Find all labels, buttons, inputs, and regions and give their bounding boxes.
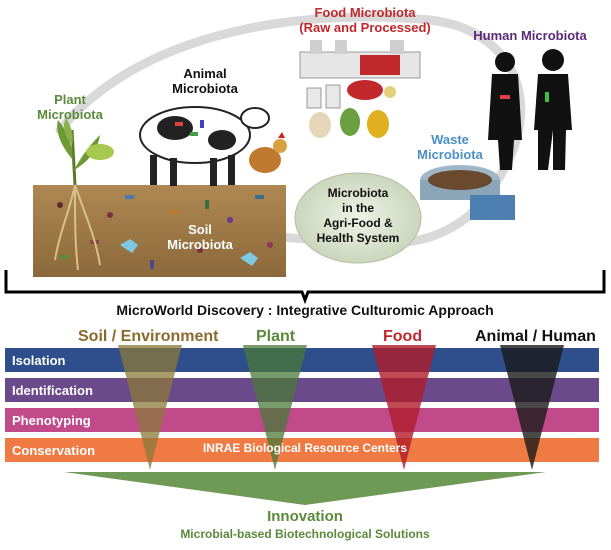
food-label-line1: Food Microbiota	[314, 5, 416, 20]
cycle-arrow-path	[55, 12, 526, 248]
center-ellipse	[294, 172, 422, 264]
plant-microbiota-label: Plant Microbiota	[30, 92, 110, 122]
band-phenotyping	[5, 408, 599, 432]
cow-icon	[139, 106, 270, 186]
innovation-arrow	[64, 472, 546, 505]
soil-microbiota-label: Soil Microbiota	[150, 222, 250, 252]
animal-label-line2: Microbiota	[172, 81, 238, 96]
center-label: Microbiota in the Agri-Food & Health Sys…	[303, 186, 413, 246]
soil-label-line2: Microbiota	[167, 237, 233, 252]
band-identification	[5, 378, 599, 402]
waste-label-line2: Microbiota	[417, 147, 483, 162]
innovation-subtitle: Microbial-based Biotechnological Solutio…	[180, 527, 430, 541]
innovation-title: Innovation	[267, 508, 343, 525]
funnel-plant	[243, 345, 307, 470]
step-phenotyping: Phenotyping	[12, 413, 91, 428]
animal-label-line1: Animal	[183, 66, 227, 81]
funnel-food	[372, 345, 436, 470]
food-label-line2: (Raw and Processed)	[299, 20, 431, 35]
food-items-icon	[306, 80, 396, 138]
plant-roots-icon	[54, 184, 101, 271]
plant-label-line2: Microbiota	[37, 107, 103, 122]
step-identification: Identification	[12, 383, 93, 398]
center-label-line3: Agri-Food &	[323, 216, 393, 230]
waste-microbiota-label: Waste Microbiota	[405, 132, 495, 162]
bracket	[4, 270, 606, 305]
column-plant: Plant	[256, 328, 296, 345]
band-conservation	[5, 438, 599, 462]
chicken-icon	[249, 132, 287, 173]
leaf-icon	[86, 144, 114, 160]
funnel-soil	[118, 345, 182, 470]
soil-microbes-icon	[57, 195, 273, 269]
funnel-human	[500, 345, 564, 470]
soil-label-line1: Soil	[188, 222, 212, 237]
approach-title: MicroWorld Discovery : Integrative Cultu…	[116, 302, 494, 318]
animal-microbiota-label: Animal Microbiota	[160, 66, 250, 96]
brc-label: INRAE Biological Resource Centers	[202, 441, 408, 455]
human-silhouettes-icon	[488, 49, 572, 170]
column-animal-human: Animal / Human	[475, 328, 596, 345]
step-conservation: Conservation	[12, 443, 96, 458]
plant-label-line1: Plant	[54, 92, 86, 107]
waste-label-line1: Waste	[431, 132, 469, 147]
waste-treatment-icon	[420, 165, 515, 220]
column-soil-environment: Soil / Environment	[78, 328, 219, 345]
food-factory-icon	[299, 40, 421, 79]
center-label-line4: Health System	[316, 231, 400, 245]
center-label-line1: Microbiota	[327, 186, 389, 200]
center-label-line2: in the	[342, 201, 374, 215]
food-microbiota-label: Food Microbiota (Raw and Processed)	[290, 5, 440, 35]
column-food: Food	[383, 328, 423, 345]
step-isolation: Isolation	[12, 353, 66, 368]
human-microbiota-label: Human Microbiota	[473, 28, 587, 43]
